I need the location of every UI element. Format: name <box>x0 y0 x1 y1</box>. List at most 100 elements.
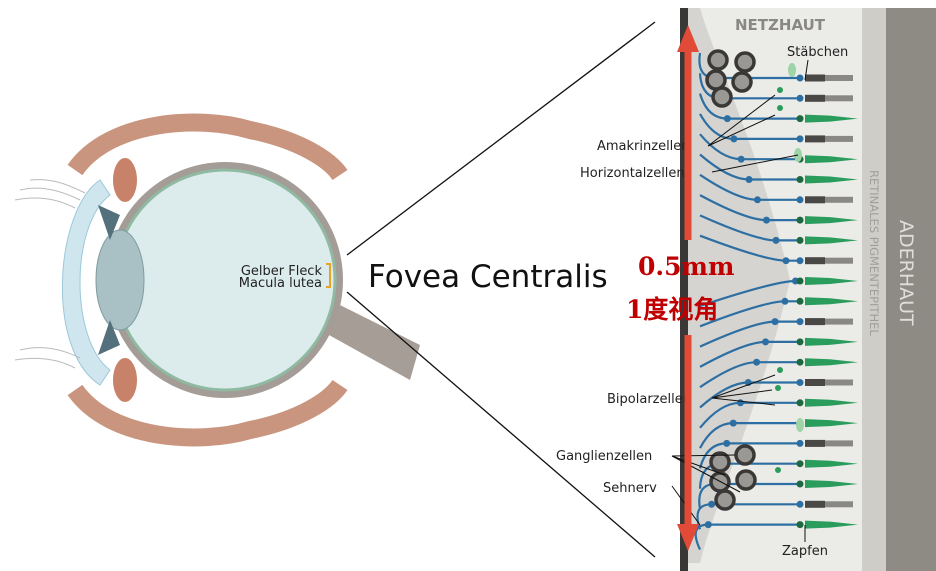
cone-cell <box>805 155 858 164</box>
rod-inner <box>805 379 825 386</box>
receptor-nucleus <box>796 257 804 265</box>
rod-inner <box>805 135 825 143</box>
staebchen-label: Stäbchen <box>787 45 848 60</box>
receptor-nucleus <box>796 176 804 183</box>
receptor-nucleus <box>796 338 804 346</box>
cone-cell <box>805 419 858 428</box>
arrow-head-up <box>677 25 699 52</box>
receptor-nucleus <box>796 236 804 244</box>
bipolar-cell-body <box>708 500 716 508</box>
size-arrow <box>677 25 699 551</box>
cone-cell <box>805 480 858 488</box>
horizontal-pointer <box>711 154 799 173</box>
receptor-nucleus <box>796 277 804 285</box>
rod-inner <box>805 500 825 508</box>
bipolar-cell-body <box>704 521 712 529</box>
fovea-title: Fovea Centralis <box>368 259 608 295</box>
bipolar-pointer <box>711 374 776 406</box>
nerve-fiber-edge <box>680 8 688 571</box>
receptor-nucleus <box>796 521 804 529</box>
bipolar-cell-body <box>753 196 761 204</box>
cone-cell <box>805 459 858 468</box>
rod-outer <box>825 501 853 508</box>
ganglien-label: Ganglienzellen <box>556 449 652 464</box>
ganglion-cell <box>709 451 731 473</box>
ganglion-cell <box>731 71 753 93</box>
receptor-nucleus <box>796 460 804 468</box>
bipolar-cell-body <box>736 399 744 407</box>
bipolar-cell-body <box>723 439 731 447</box>
bipolar-label: Bipolarzellen <box>607 392 691 407</box>
receptor-nucleus <box>796 318 804 326</box>
amacrine-cell <box>775 385 781 391</box>
rod-outer <box>825 135 853 142</box>
rod-outer <box>825 440 853 447</box>
ganglion-cell <box>714 489 736 511</box>
rod-inner <box>805 74 825 82</box>
receptor-nucleus <box>796 439 804 447</box>
zapfen-label: Zapfen <box>782 544 828 559</box>
amakrin-label: Amakrinzellen <box>597 139 690 154</box>
horizontal-cell <box>788 63 796 77</box>
macula-bracket <box>326 263 331 288</box>
receptor-nucleus <box>796 480 804 488</box>
rod-outer <box>825 95 853 102</box>
macula-lutea-label: Macula lutea <box>239 276 322 291</box>
ganglion-cell <box>711 86 733 108</box>
amacrine-cell <box>777 87 783 93</box>
lens <box>95 229 145 331</box>
cell-layers <box>694 49 858 551</box>
optic-nerve <box>320 300 420 380</box>
ciliary-body-bottom <box>113 358 137 402</box>
ganglion-cell <box>735 469 757 491</box>
cornea <box>61 179 111 386</box>
receptor-nucleus <box>796 135 804 143</box>
rod-outer <box>825 257 853 264</box>
amacrine-cell <box>775 467 781 473</box>
ciliary-body-top <box>113 158 137 202</box>
zoom-line-bottom <box>346 291 656 558</box>
amacrine-cell <box>777 105 783 111</box>
cone-cell <box>805 297 858 306</box>
size-annotation: 0.5mm <box>638 252 734 281</box>
aderhaut-label: ADERHAUT <box>895 220 917 326</box>
bipolar-cell-body <box>730 135 738 143</box>
receptor-nucleus <box>796 216 804 224</box>
rod-inner <box>805 196 825 204</box>
gelber-fleck-label: Gelber Fleck <box>241 264 323 279</box>
rod-outer <box>825 318 853 325</box>
bipolar-cell-body <box>737 155 745 163</box>
receptor-nucleus <box>796 196 804 204</box>
rod-outer <box>825 379 853 386</box>
receptor-nucleus <box>796 500 804 508</box>
ganglion-cell <box>707 49 729 71</box>
bipolar-cell-body <box>762 338 770 346</box>
ganglien-pointer <box>671 454 741 493</box>
ganglion-cell <box>734 444 756 466</box>
eyelashes-bottom <box>14 347 81 369</box>
eyelashes-top <box>14 179 86 209</box>
cone-cell <box>805 277 858 285</box>
cone-cell <box>805 216 858 225</box>
ganglion-cell <box>709 471 731 493</box>
receptor-nucleus <box>796 94 804 102</box>
inner-retina <box>680 8 790 563</box>
cone-cell <box>805 236 858 245</box>
receptor-nucleus <box>796 115 804 123</box>
rod-inner <box>805 439 825 447</box>
bipolar-cell-body <box>772 236 780 244</box>
ganglion-cell <box>734 51 756 73</box>
rod-inner <box>805 257 825 265</box>
cone-cell <box>805 520 858 529</box>
horizontal-label: Horizontalzellen <box>580 166 685 181</box>
sehnerv-label: Sehnerv <box>603 481 657 496</box>
bipolar-cell-body <box>782 257 790 265</box>
cone-cell <box>805 398 858 407</box>
bipolar-cell-body <box>745 176 753 183</box>
amakrin-pointer <box>707 94 776 147</box>
rod-inner <box>805 94 825 102</box>
receptor-nucleus <box>796 399 804 407</box>
receptor-nucleus <box>796 74 804 82</box>
eye-illustration: Gelber Fleck Macula lutea <box>14 113 420 447</box>
